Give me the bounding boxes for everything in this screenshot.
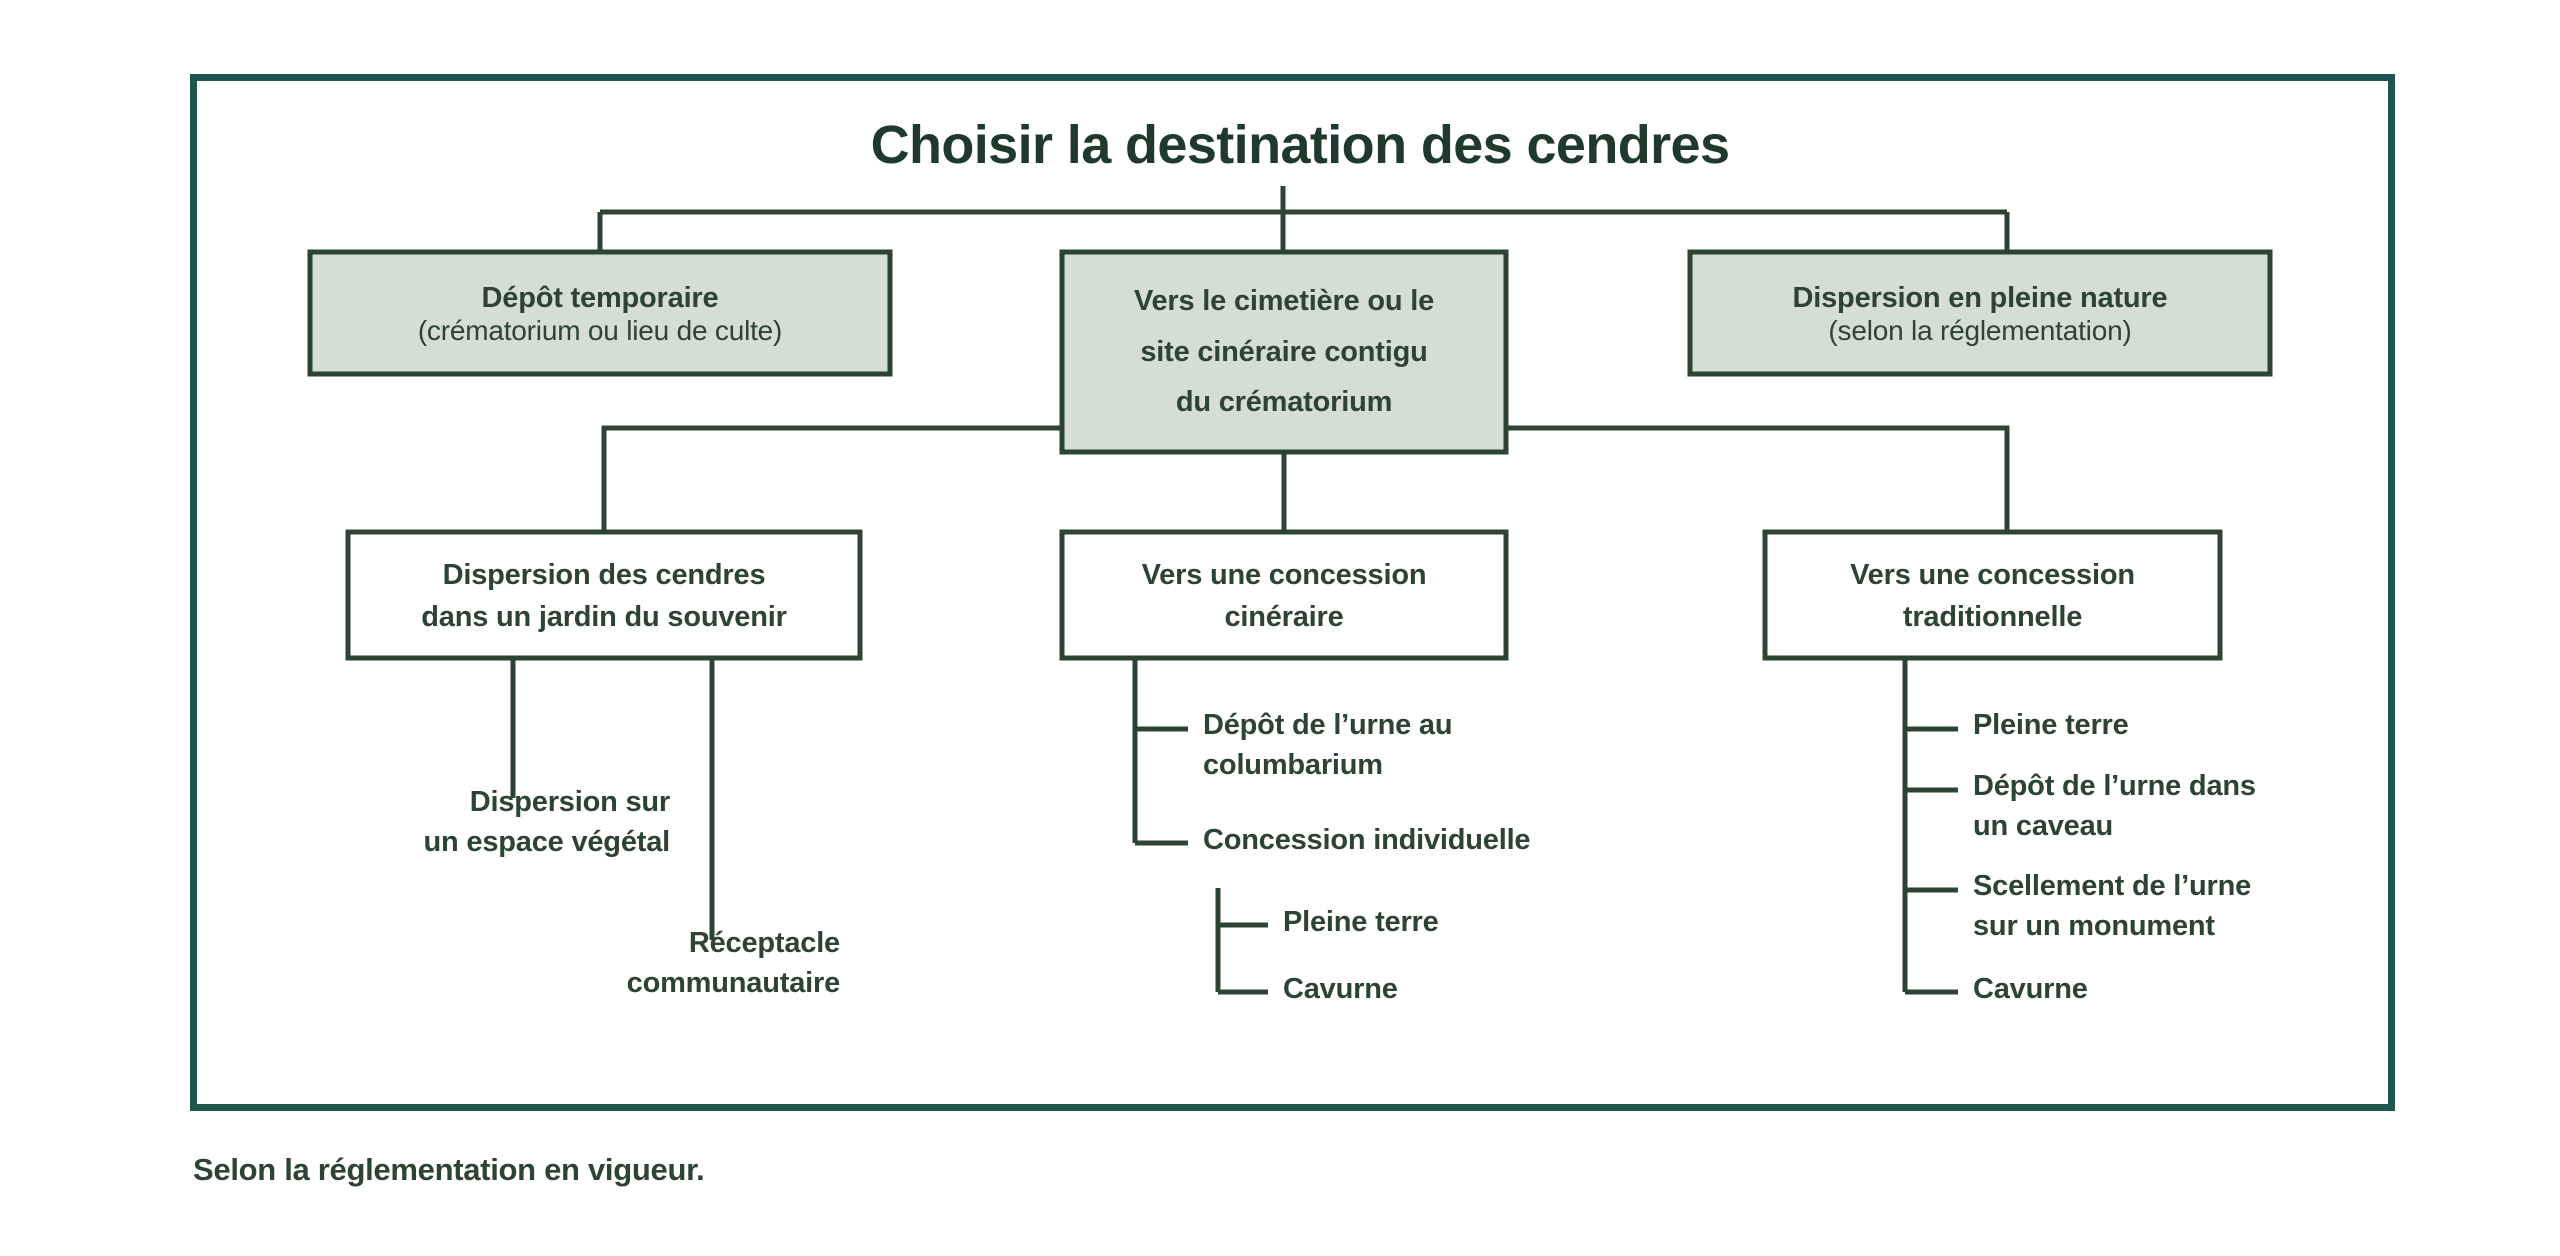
node-depot-temporaire-sub: (crématorium ou lieu de culte) [417,314,783,346]
connector-level2-left [601,425,1062,532]
node-concession-cineraire[interactable]: Vers une concession cinéraire [1059,529,1509,661]
leaf-depot-urne-columbarium-line-2: columbarium [1203,749,1383,782]
node-depot-temporaire-label: Dépôt temporaire (crématorium ou lieu de… [417,281,783,346]
node-vers-cimetiere-label: Vers le cimetière ou le site cinéraire c… [1133,284,1435,419]
node-depot-temporaire[interactable]: Dépôt temporaire (crématorium ou lieu de… [307,249,893,377]
node-depot-temporaire-shape [307,249,893,377]
node-dispersion-pleine-nature-sub: (selon la réglementation) [1828,314,2132,346]
node-dispersion-pleine-nature-label: Dispersion en pleine nature (selon la ré… [1792,281,2168,346]
leaf-pleine-terre-trad-line-1: Pleine terre [1973,709,2129,741]
node-concession-traditionnelle-line-2: traditionnelle [1902,601,2083,633]
connector-left-leaves [510,658,715,940]
leaf-receptacle-communautaire: Réceptacle communautaire [626,927,840,1000]
diagram-title: Choisir la destination des cendres [870,115,1730,176]
node-vers-cimetiere-line-2: site cinéraire contigu [1140,335,1428,368]
connector-right-leaves [1902,658,1958,995]
connector-middle-leaves [1132,658,1268,995]
node-vers-cimetiere-line-1: Vers le cimetière ou le [1133,284,1435,317]
leaf-dispersion-espace-vegetal-line-1: Dispersion sur [469,786,670,818]
connector-level1 [597,186,2010,252]
node-dispersion-pleine-nature[interactable]: Dispersion en pleine nature (selon la ré… [1687,249,2273,377]
leaf-depot-urne-columbarium: Dépôt de l’urne au columbarium [1203,709,1453,782]
node-concession-traditionnelle-line-1: Vers une concession [1850,558,2135,591]
leaf-scellement-urne-monument-line-1: Scellement de l’urne [1973,870,2252,902]
node-concession-cineraire-label: Vers une concession cinéraire [1141,558,1427,633]
connector-level2 [601,425,2010,532]
leaf-depot-urne-columbarium-line-1: Dépôt de l’urne au [1203,709,1453,741]
node-concession-traditionnelle[interactable]: Vers une concession traditionnelle [1762,529,2223,661]
node-dispersion-pleine-nature-shape [1687,249,2273,377]
leaf-depot-urne-caveau-line-2: un caveau [1973,810,2114,843]
node-concession-cineraire-line-1: Vers une concession [1141,558,1427,591]
node-dispersion-jardin-souvenir-line-2: dans un jardin du souvenir [421,601,787,633]
leaf-cavurne-cineraire-line-1: Cavurne [1283,973,1398,1005]
node-vers-cimetiere-line-3: du crématorium [1175,386,1393,419]
node-depot-temporaire-main: Dépôt temporaire [481,281,719,314]
leaf-scellement-urne-monument-line-2: sur un monument [1973,910,2215,943]
leaf-cavurne-trad-line-1: Cavurne [1973,973,2088,1005]
page-title: Choisir la destination des cendres [870,115,1730,176]
leaf-dispersion-espace-vegetal-line-2: un espace végétal [423,826,670,859]
leaf-receptacle-communautaire-line-2: communautaire [626,967,840,1000]
node-dispersion-pleine-nature-main: Dispersion en pleine nature [1792,281,2168,314]
node-vers-cimetiere-shape [1059,249,1509,455]
leaf-concession-individuelle: Concession individuelle [1203,824,1531,856]
node-dispersion-jardin-souvenir[interactable]: Dispersion des cendres dans un jardin du… [345,529,863,661]
node-concession-traditionnelle-shape [1762,529,2223,661]
connector-level2-right [1506,425,2010,532]
node-dispersion-jardin-souvenir-line-1: Dispersion des cendres [442,558,766,591]
leaf-receptacle-communautaire-line-1: Réceptacle [688,927,840,959]
leaf-dispersion-espace-vegetal: Dispersion sur un espace végétal [423,786,670,859]
leaf-depot-urne-caveau: Dépôt de l’urne dans un caveau [1973,770,2256,843]
node-vers-cimetiere[interactable]: Vers le cimetière ou le site cinéraire c… [1059,249,1509,455]
leaf-pleine-terre-cineraire-line-1: Pleine terre [1283,906,1439,938]
diagram-caption: Selon la réglementation en vigueur. [193,1152,705,1187]
leaf-scellement-urne-monument: Scellement de l’urne sur un monument [1973,870,2252,943]
leaf-cavurne-cineraire: Cavurne [1283,973,1398,1005]
node-dispersion-jardin-souvenir-label: Dispersion des cendres dans un jardin du… [421,558,787,633]
node-concession-traditionnelle-label: Vers une concession traditionnelle [1850,558,2135,633]
leaf-concession-individuelle-line-1: Concession individuelle [1203,824,1531,856]
node-dispersion-jardin-souvenir-shape [345,529,863,661]
node-concession-cineraire-shape [1059,529,1509,661]
leaf-pleine-terre-cineraire: Pleine terre [1283,906,1439,938]
leaf-pleine-terre-trad: Pleine terre [1973,709,2129,741]
node-concession-cineraire-line-2: cinéraire [1224,601,1344,633]
leaf-cavurne-trad: Cavurne [1973,973,2088,1005]
leaf-depot-urne-caveau-line-1: Dépôt de l’urne dans [1973,770,2256,802]
